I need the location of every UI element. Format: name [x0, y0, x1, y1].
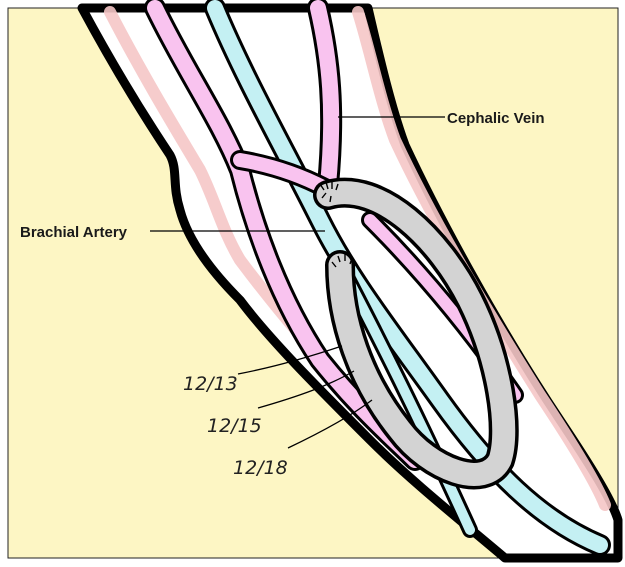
brachial-artery-label: Brachial Artery — [20, 224, 128, 241]
handwritten-date-2: 12/15 — [207, 415, 262, 437]
cephalic-vein — [318, 8, 331, 185]
handwritten-date-3: 12/18 — [233, 457, 288, 479]
handwritten-date-1: 12/13 — [183, 373, 238, 395]
cephalic-vein-label: Cephalic Vein — [447, 110, 545, 127]
